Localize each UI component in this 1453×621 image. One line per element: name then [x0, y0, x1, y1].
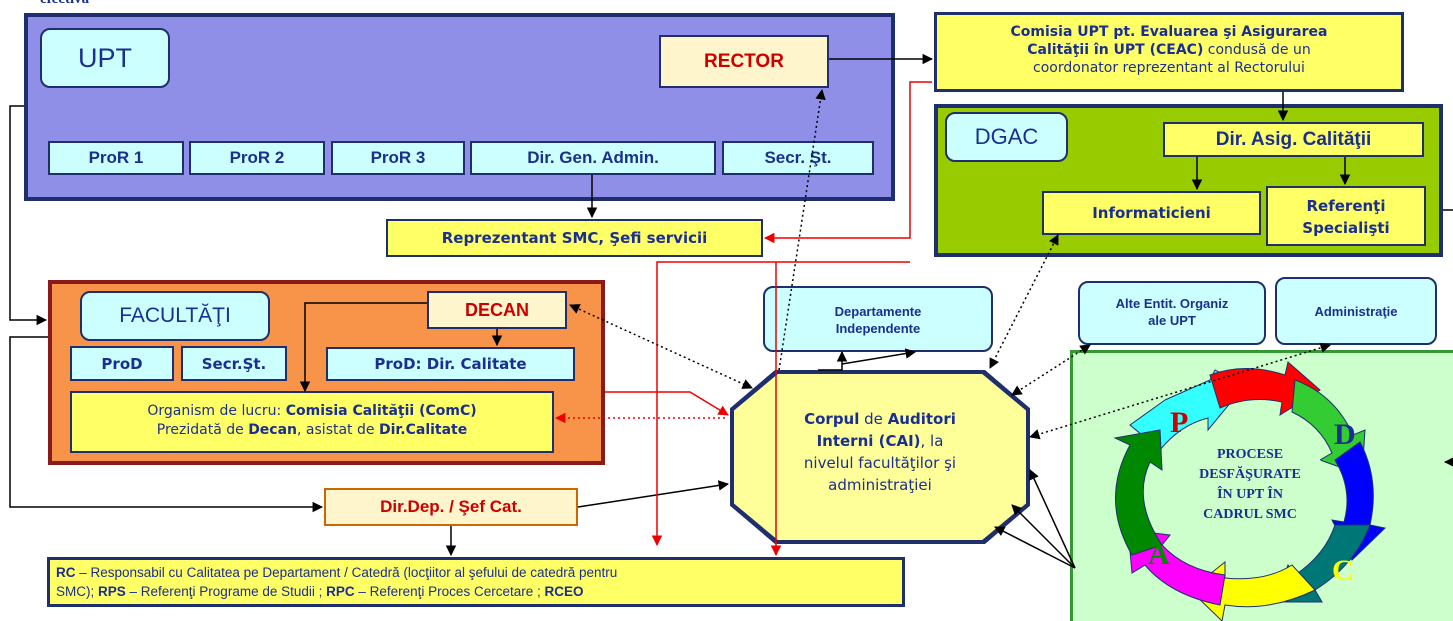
ceac-line1: Comisia UPT pt. Evaluarea şi Asigurarea — [1010, 24, 1328, 40]
ceac-line3: coordonator reprezentant al Rectorului — [1033, 60, 1305, 76]
administratie-box: Administraţie — [1275, 277, 1437, 345]
organism-l1-bold: Comisia Calităţii (ComC) — [285, 403, 477, 419]
alte-entitati-box: Alte Entit. Organiz ale UPT — [1078, 281, 1266, 345]
smc-representative-box: Reprezentant SMC, Şefi servicii — [386, 219, 763, 257]
rc-t4: – Referenţi Proces Cercetare ; — [354, 584, 545, 599]
pror-3: ProR 3 — [331, 141, 465, 175]
dep-indep-line1: Departamente — [834, 304, 922, 319]
pdca-cycle: P D C A PROCESE DESFĂŞURATE ÎN UPT ÎN CA… — [1113, 361, 1387, 621]
organism-l1-normal: Organism de lucru: — [147, 403, 286, 419]
secr-st-fac-box: Secr.Şt. — [181, 346, 287, 381]
pdca-center-line-4: CADRUL SMC — [1203, 507, 1297, 522]
pdca-arrow-green-dark — [1113, 429, 1163, 556]
conn-dep-cai — [818, 350, 848, 371]
cai-b1: Interni (CAI) — [816, 432, 921, 450]
conn-pdca-cai-1 — [1029, 469, 1076, 569]
referenti-line1: Referenţi — [1306, 197, 1386, 215]
rector-box: RECTOR — [659, 35, 829, 88]
secr-st-upt: Secr. Şt. — [722, 141, 874, 175]
ceac-box: Comisia UPT pt. Evaluarea şi Asigurarea … — [934, 12, 1404, 92]
pror-1: ProR 1 — [48, 141, 184, 175]
organism-de-lucru-box: Organism de lucru: Comisia Calităţii (Co… — [70, 391, 554, 453]
rc-t2: SMC); — [56, 584, 98, 599]
rc-b1: RC — [56, 565, 76, 580]
cai-d: administraţiei — [828, 476, 932, 494]
informaticieni-box: Informaticieni — [1042, 191, 1261, 235]
cai-b2: , la — [920, 432, 944, 450]
pror-2: ProR 2 — [189, 141, 325, 175]
pdca-letter-p: P — [1170, 406, 1188, 439]
pdca-center-line-1: PROCESE — [1217, 447, 1283, 462]
prod-dir-calitate-box: ProD: Dir. Calitate — [326, 347, 575, 381]
pdca-center — [1165, 433, 1335, 557]
organism-l2-a: Prezidată de — [156, 422, 249, 438]
organism-l2-b: Decan — [248, 422, 298, 438]
dep-indep-line2: Independente — [835, 321, 921, 336]
cai-a1: Corpul — [804, 410, 860, 428]
cai-c: nivelul facultăţilor şi — [803, 454, 957, 472]
cut-top-text: efectiva — [40, 0, 89, 8]
alte-line1: Alte Entit. Organiz — [1115, 296, 1229, 311]
conn-dep-cai-2 — [841, 348, 917, 365]
pdca-center-line-3: ÎN UPT ÎN — [1217, 485, 1283, 502]
cai-a3: Auditori — [887, 410, 956, 428]
rc-b4: RCEO — [544, 584, 584, 599]
prod-box: ProD — [70, 346, 174, 381]
pdca-letter-a: A — [1148, 538, 1170, 571]
upt-title: UPT — [40, 28, 170, 88]
pdca-letter-c: C — [1332, 554, 1354, 587]
pdca-center-line-2: DESFĂŞURATE — [1199, 465, 1301, 482]
conn-dirdep-cai — [577, 480, 730, 508]
referenti-line2: Specialişti — [1302, 219, 1390, 237]
conn-pdca-cai-3 — [994, 526, 1076, 569]
organism-l2-c: , asistat de — [297, 422, 379, 438]
organism-l2-d: Dir.Calitate — [378, 422, 468, 438]
ceac-line2-bold: Calităţii în UPT (CEAC) — [1027, 42, 1204, 58]
rc-b3: RPC — [326, 584, 355, 599]
pdca-letter-d: D — [1334, 418, 1356, 451]
red-fac-cai — [605, 391, 729, 416]
rc-box: RC – Responsabil cu Calitatea pe Departa… — [47, 557, 905, 607]
conn-pdca-cai-2 — [1011, 504, 1076, 569]
rc-t3: – Referenţi Programe de Studii ; — [125, 584, 327, 599]
ceac-line2-rest: condusă de un — [1203, 42, 1311, 58]
referenti-box: Referenţi Specialişti — [1266, 186, 1426, 246]
cai-octagon-fill: Corpul de Auditori Interni (CAI), la niv… — [734, 374, 1026, 540]
rc-b2: RPS — [98, 584, 126, 599]
departamente-independente-box: Departamente Independente — [763, 286, 993, 352]
dir-dep-box: Dir.Dep. / Şef Cat. — [324, 488, 578, 526]
facultati-title: FACULTĂŢI — [80, 291, 270, 341]
dir-gen-admin: Dir. Gen. Admin. — [470, 141, 716, 175]
alte-line2: ale UPT — [1148, 313, 1196, 328]
dgac-title: DGAC — [945, 112, 1068, 162]
decan-box: DECAN — [427, 291, 567, 329]
rc-t1: – Responsabil cu Calitatea pe Departamen… — [75, 565, 618, 580]
dir-asig-calitatii: Dir. Asig. Calităţii — [1163, 122, 1424, 157]
cai-a2: de — [859, 410, 888, 428]
